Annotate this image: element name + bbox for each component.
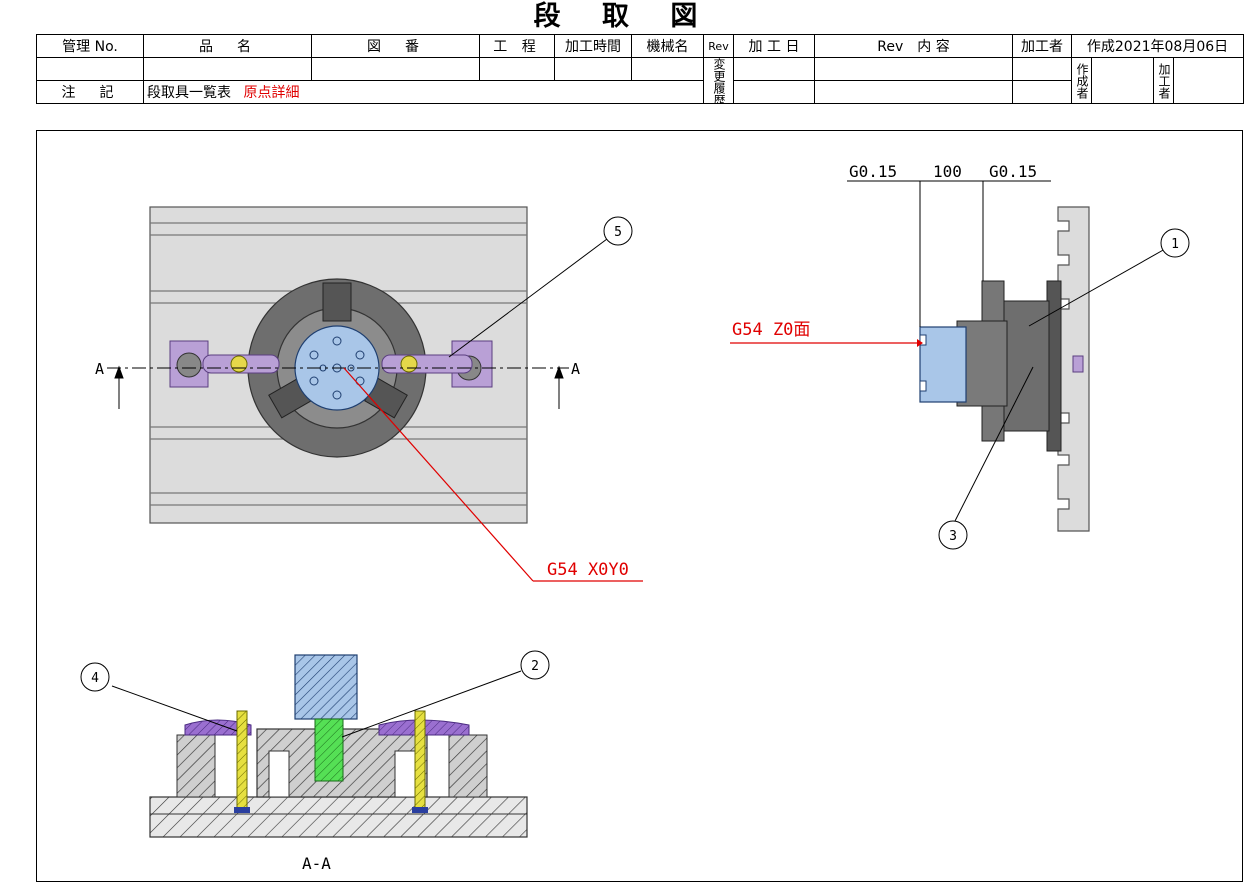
cell-kakousha-value [1172, 57, 1245, 104]
workpiece-side [919, 326, 967, 403]
g54-xy-label: G54 X0Y0 [547, 560, 629, 580]
hdr-zuban: 図 番 [311, 34, 480, 58]
dim-g015-left: G0.15 [849, 162, 897, 181]
leader-2 [341, 670, 522, 738]
section-view: 4 2 A-A [80, 650, 550, 873]
cell-kikai-value [631, 57, 704, 81]
clamp-screw-left [230, 355, 248, 373]
leader-3 [954, 366, 1034, 522]
section-pin [314, 718, 344, 782]
page-title: 段 取 図 [533, 1, 714, 32]
section-marker-left: A [95, 360, 104, 378]
section-bolt-right [414, 710, 426, 812]
note-cell: 段取具一覧表 原点詳細 [143, 80, 704, 104]
hdr-kanri-no: 管理 No. [36, 34, 144, 58]
hdr-chuki: 注 記 [36, 80, 144, 104]
cell-rev-person-1 [1012, 57, 1072, 81]
leader-g54-xy [343, 367, 534, 582]
cell-rev-text-1 [814, 57, 1013, 81]
section-support-left [176, 734, 216, 798]
section-workpiece [294, 654, 358, 720]
balloon-4-label: 4 [91, 671, 99, 686]
cell-zuban-value [311, 57, 480, 81]
balloon-3-label: 3 [949, 529, 957, 544]
drawing-canvas: A A 5 G54 X0Y0 G0.15 100 G0.15 G54 Z0面 1 [80, 162, 1190, 873]
leader-5 [448, 238, 608, 358]
clamp-arm-right [381, 354, 473, 374]
jaw-top [322, 282, 352, 322]
balloon-1-label: 1 [1171, 237, 1179, 252]
cell-rev-date-2 [733, 80, 815, 104]
hdr-kakou-jikan: 加工時間 [554, 34, 632, 58]
balloon-5-label: 5 [614, 225, 622, 240]
section-clamp-left [184, 719, 252, 736]
balloon-2 [520, 650, 550, 680]
dim-g015-right: G0.15 [989, 162, 1037, 181]
hdr-kakou-bi: 加 工 日 [733, 34, 815, 58]
g54-z-label: G54 Z0面 [732, 320, 810, 340]
leader-1 [1028, 248, 1166, 327]
balloon-5 [603, 216, 633, 246]
hdr-sakuseisha: 作成者 [1071, 57, 1092, 104]
drawing-sheet: A A 5 G54 X0Y0 G0.15 100 G0.15 G54 Z0面 1 [36, 130, 1243, 882]
balloon-2-label: 2 [531, 659, 539, 674]
hdr-hinmei: 品 名 [143, 34, 312, 58]
cell-rev-person-2 [1012, 80, 1072, 104]
section-label: A-A [302, 854, 331, 873]
cell-koutei-value [479, 57, 555, 81]
cell-jikan-value [554, 57, 632, 81]
balloon-4 [80, 662, 110, 692]
clamp-bolt-left [176, 352, 202, 378]
note-text: 段取具一覧表 [147, 85, 231, 101]
dim-100: 100 [933, 162, 962, 181]
top-view: A A 5 G54 X0Y0 [95, 206, 643, 582]
leader-4 [111, 685, 238, 732]
section-line [107, 365, 569, 409]
cell-sakuseisha-value [1091, 57, 1154, 104]
balloon-3 [938, 520, 968, 550]
hdr-kakousha: 加工者 [1012, 34, 1072, 58]
title-block: 管理 No. 品 名 図 番 工 程 加工時間 機械名 Rev 加 工 日 Re… [36, 34, 1245, 104]
cell-kanri-no-value [36, 57, 144, 81]
hdr-koutei: 工 程 [479, 34, 555, 58]
note-red-link[interactable]: 原点詳細 [243, 85, 300, 101]
hdr-created-date: 作成2021年08月06日 [1070, 34, 1245, 58]
cell-rev-date-1 [733, 57, 815, 81]
cell-hinmei-value [143, 57, 312, 81]
locating-pin-side [1072, 355, 1084, 373]
jaw-side-bottom [981, 400, 1005, 442]
hdr-rev-naiyou: Rev 内 容 [814, 34, 1013, 58]
clamp-screw-right [400, 355, 418, 373]
section-marker-right: A [571, 360, 580, 378]
section-base-plate [149, 796, 528, 838]
section-bolt-left [236, 710, 248, 812]
hdr-kakousha-vertical: 加工者 [1153, 57, 1174, 104]
balloon-1 [1160, 228, 1190, 258]
hdr-kikai-mei: 機械名 [631, 34, 704, 58]
cell-rev-text-2 [814, 80, 1013, 104]
hdr-rev: Rev [703, 34, 734, 58]
section-support-right [448, 734, 488, 798]
hdr-henkou-rireki: 変更履歴 [703, 57, 734, 104]
side-view: G0.15 100 G0.15 G54 Z0面 1 3 [730, 162, 1190, 550]
